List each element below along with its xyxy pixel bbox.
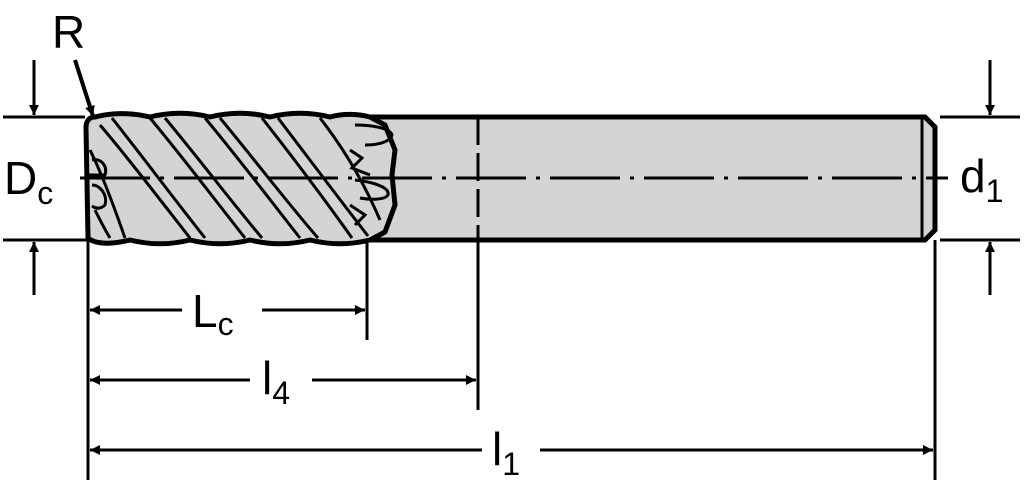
label-cutting-length: Lc [192, 285, 234, 342]
extension-lines [3, 115, 1020, 480]
flute-run-out [349, 123, 394, 227]
radius-leader [73, 59, 95, 117]
label-corner-radius: R [52, 6, 85, 58]
label-shank-diameter: d1 [960, 150, 1003, 209]
label-usable-length: l4 [262, 352, 290, 411]
tool-body [80, 110, 948, 247]
label-cutting-diameter: Dc [4, 152, 53, 211]
label-overall-length: l1 [492, 423, 520, 482]
